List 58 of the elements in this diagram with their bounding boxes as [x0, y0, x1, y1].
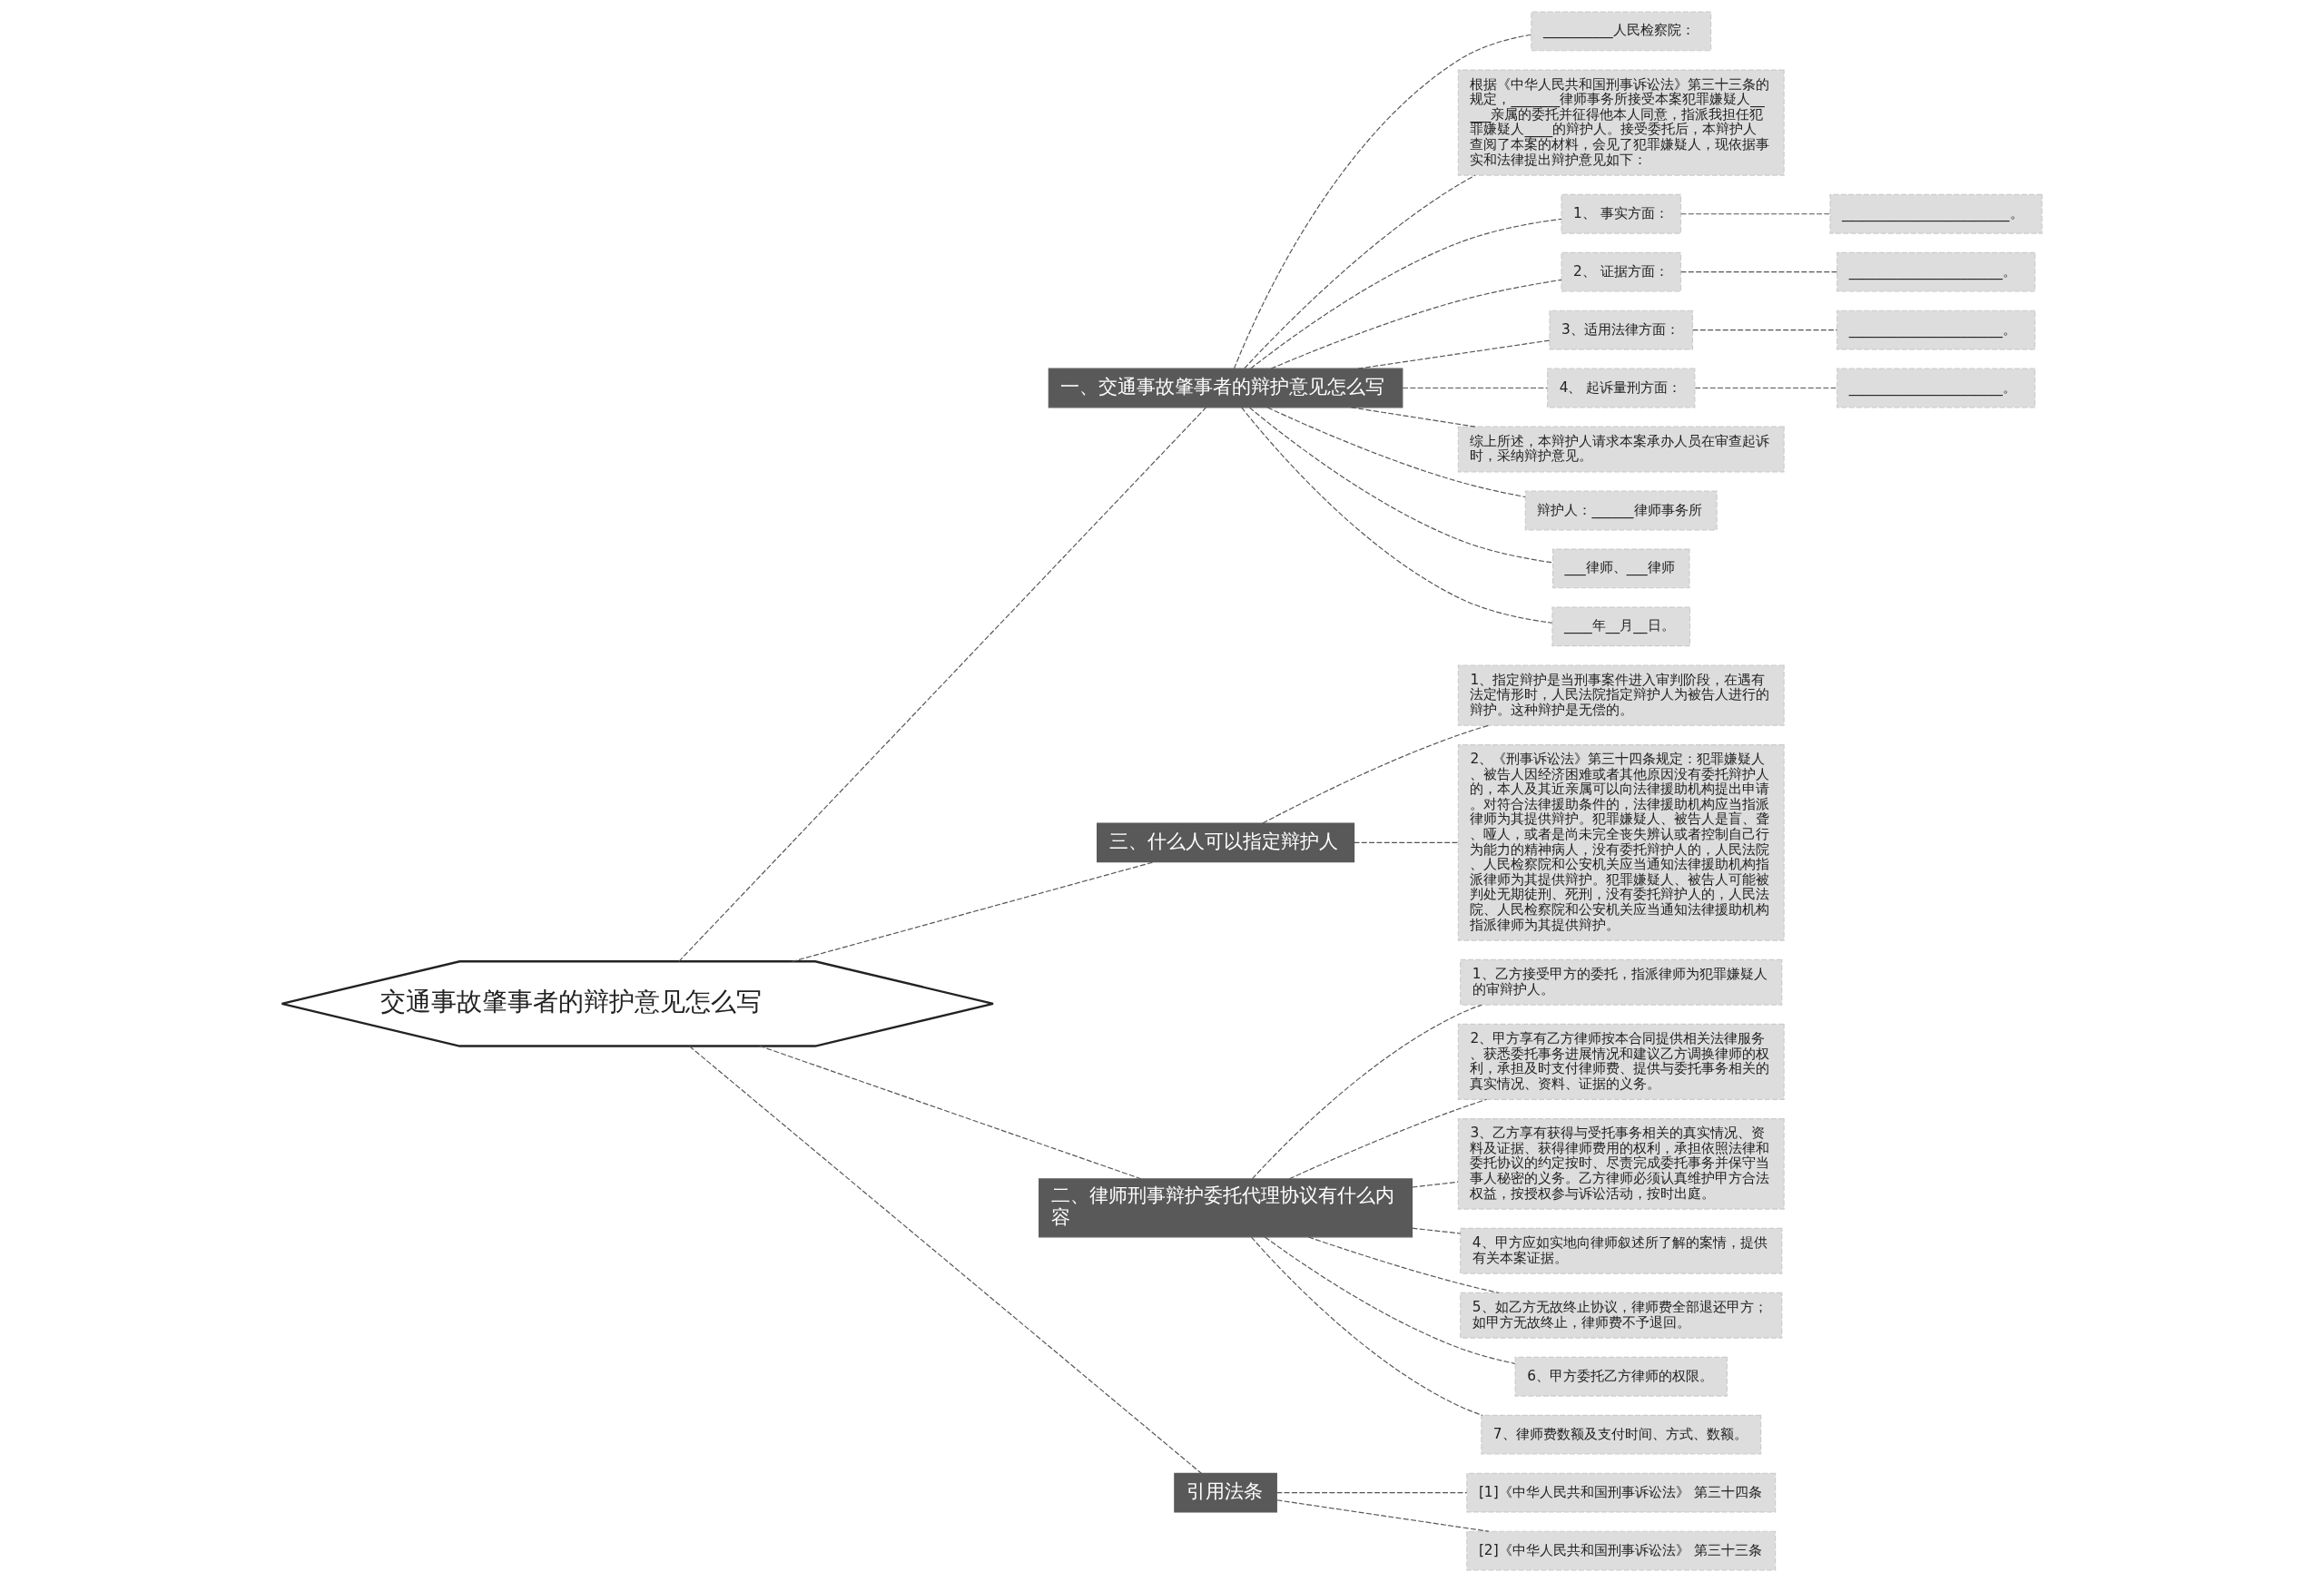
node-box: 1、指定辩护是当刑事案件进入审判阶段，在遇有法定情形时，人民法院指定辩护人为被告人进行的辩护。这种辩护是无偿的。 [1457, 664, 1785, 726]
node-box: 二、律师刑事辩护委托代理协议有什么内容 [1039, 1178, 1413, 1238]
node-box: 1、 事实方面： [1561, 193, 1682, 234]
node-box: ______________________。 [1837, 368, 2036, 408]
connector [1402, 387, 1548, 389]
connector [791, 861, 1155, 963]
connector [759, 1045, 1142, 1180]
node-box: 6、甲方委托乙方律师的权限。 [1514, 1356, 1728, 1397]
node-box: 4、 起诉量刑方面： [1547, 368, 1696, 408]
node-box: ____年__月__日。 [1551, 606, 1691, 647]
node-box: 2、甲方享有乙方律师按本合同提供相关法律服务、获悉委托事务进展情况和建议乙方调换律师的权利，承担及时支付律师费、提供与委托事务相关的真实情况、资料、证据的义务。 [1457, 1023, 1785, 1100]
node-box: [2]《中华人民共和国刑事诉讼法》 第三十三条 [1466, 1530, 1777, 1571]
connector [689, 1046, 1202, 1474]
connector [1357, 339, 1551, 369]
connector [1680, 213, 1831, 215]
connector [1692, 329, 1838, 331]
node-box: ________________________。 [1829, 193, 2043, 234]
node-box: 3、乙方享有获得与受托事务相关的真实情况、资料及证据、获得律师费用的权利，承担依照法律和委托协议的约定按时、尽责完成委托事务并保守当事人秘密的义务。乙方律师必须认真维护甲方合法权益，按授权参与诉讼活动，按时出庭。 [1457, 1118, 1785, 1210]
node-box: 辩护人：______律师事务所 [1524, 490, 1718, 531]
node-box: ______________________。 [1837, 310, 2036, 350]
connector [1680, 271, 1838, 273]
node-box: 1、乙方接受甲方的委托，指派律师为犯罪嫌疑人的审辩护人。 [1460, 958, 1783, 1006]
node-box: 根据《中华人民共和国刑事诉讼法》第三十三条的规定，_______律师事务所接受本案犯罪嫌疑人_____亲属的委托并征得他本人同意，指派我担任犯罪嫌疑人____的辩护人。接受委托后，本辩护人查阅了本案的材料，会见了犯罪嫌疑人，现依据事实和法律提出辩护意见如下： [1457, 69, 1785, 176]
connector [1350, 407, 1476, 427]
connector [1411, 1181, 1459, 1188]
node-box: ___律师、___律师 [1552, 548, 1690, 589]
node-box: 引用法条 [1174, 1472, 1277, 1513]
connector [1264, 1236, 1516, 1364]
connector [678, 407, 1206, 962]
connector [1354, 841, 1459, 843]
connector [1251, 1004, 1482, 1180]
connector [1694, 387, 1838, 389]
connector [1307, 1236, 1500, 1293]
node-box: 7、律师费数额及支付时间、方式、数额。 [1481, 1414, 1762, 1455]
connector [1266, 407, 1526, 498]
connector [1250, 1236, 1483, 1416]
connector [1244, 174, 1476, 369]
connector [1270, 279, 1562, 369]
connector [1250, 218, 1562, 369]
node-box: 2、《刑事诉讼法》第三十四条规定：犯罪嫌疑人、被告人因经济困难或者其他原因没有委托辩护人的，本人及其近亲属可以向法律援助机构提出申请。对符合法律援助条件的，法律援助机构应当指派律师为其提供辩护。犯罪嫌疑人、被告人是盲、聋、哑人，或者是尚未完全丧失辨认或者控制自己行为能力的精神病人，没有委托辩护人的，人民法院、人民检察院和公安机关应当通知法律援助机构指派律师为其提供辩护。犯罪嫌疑人、被告人可能被判处无期徒刑、死刑，没有委托辩护人的，人民法院、人民检察院和公安机关应当通知法律援助机构指派律师为其提供辩护。 [1457, 744, 1785, 941]
connector [1288, 1098, 1487, 1180]
node-box: 一、交通事故肇事者的辩护意见怎么写 [1048, 368, 1403, 408]
node-box: [1]《中华人民共和国刑事诉讼法》 第三十四条 [1466, 1472, 1777, 1513]
node-box: __________人民检察院： [1531, 11, 1712, 52]
connector [1233, 34, 1532, 369]
node-box: 5、如乙方无故终止协议，律师费全部退还甲方；如甲方无故终止，律师费不予退回。 [1460, 1292, 1783, 1339]
connector [1248, 407, 1553, 564]
node-box: 4、甲方应如实地向律师叙述所了解的案情，提供有关本案证据。 [1460, 1227, 1783, 1274]
node-box: 2、 证据方面： [1561, 251, 1682, 292]
node-box: 三、什么人可以指定辩护人 [1097, 822, 1355, 863]
node-box: 3、适用法律方面： [1549, 310, 1694, 350]
connector [1411, 1227, 1462, 1234]
node-box: 综上所述，本辩护人请求本案承办人员在审查起诉时，采纳辩护意见。 [1457, 426, 1785, 473]
connector [1276, 1499, 1490, 1532]
connector [1262, 724, 1490, 824]
connector [1276, 1492, 1468, 1494]
node-box: ______________________。 [1837, 251, 2036, 292]
connector [1241, 407, 1553, 624]
